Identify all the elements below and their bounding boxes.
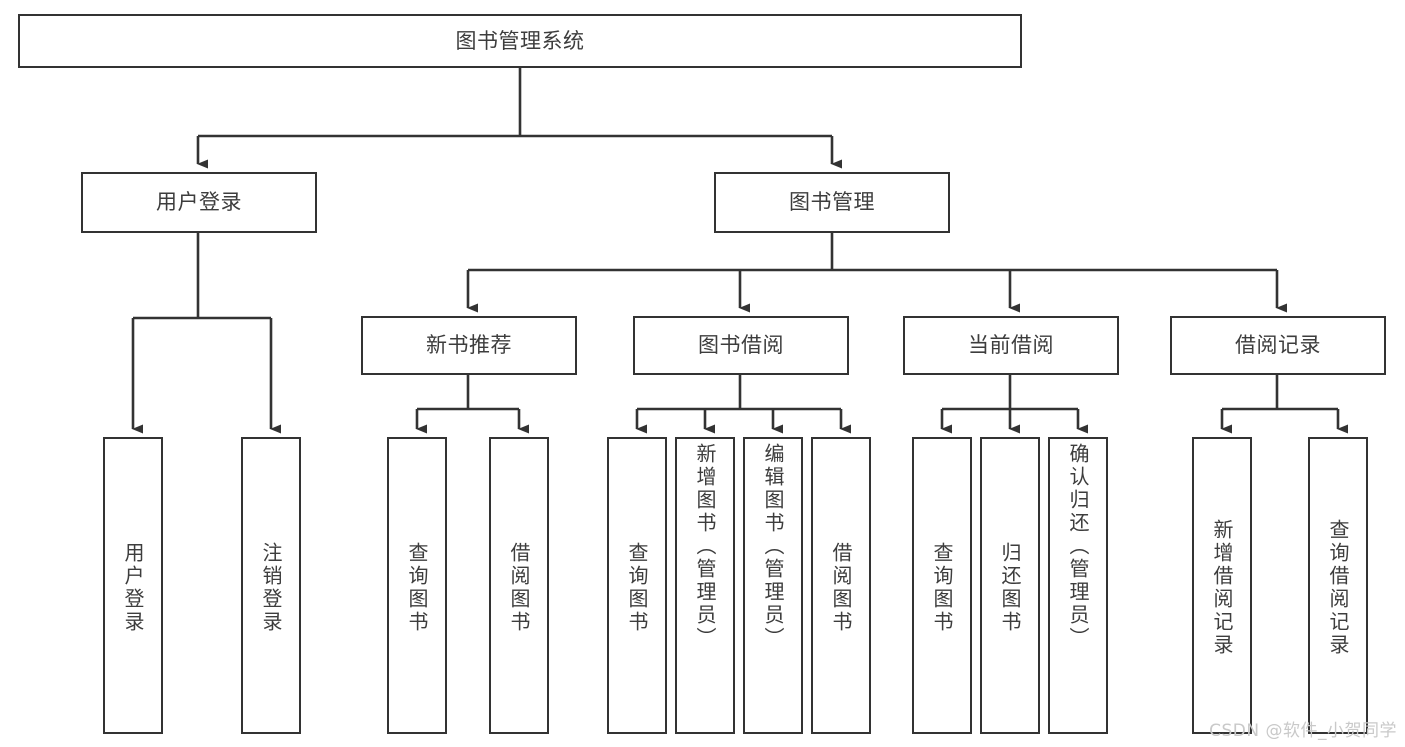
node-borrow-record[interactable]: 借阅记录 xyxy=(1170,316,1386,375)
node-current-borrow[interactable]: 当前借阅 xyxy=(903,316,1119,375)
node-label-book-management: 图书管理 xyxy=(789,190,875,215)
node-leaf-bb-add-book[interactable]: 新增图书（管理员） xyxy=(675,437,735,734)
node-label-current-borrow: 当前借阅 xyxy=(968,333,1054,358)
node-label-leaf-br-add-record: 新增借阅记录 xyxy=(1210,518,1234,657)
node-label-new-book-recommend: 新书推荐 xyxy=(426,333,512,358)
node-label-leaf-user-login: 用户登录 xyxy=(121,541,145,634)
node-label-leaf-bb-edit-book: 编辑图书（管理员） xyxy=(761,443,785,650)
node-book-borrow[interactable]: 图书借阅 xyxy=(633,316,849,375)
node-label-leaf-bb-borrow-book: 借阅图书 xyxy=(829,541,853,634)
node-label-leaf-nb-query-book: 查询图书 xyxy=(405,541,429,634)
node-label-leaf-cb-confirm-return: 确认归还（管理员） xyxy=(1066,443,1090,650)
node-leaf-cb-confirm-return[interactable]: 确认归还（管理员） xyxy=(1048,437,1108,734)
node-leaf-cb-query-book[interactable]: 查询图书 xyxy=(912,437,972,734)
node-leaf-nb-borrow-book[interactable]: 借阅图书 xyxy=(489,437,549,734)
node-leaf-user-login[interactable]: 用户登录 xyxy=(103,437,163,734)
node-user-login[interactable]: 用户登录 xyxy=(81,172,317,233)
node-leaf-bb-edit-book[interactable]: 编辑图书（管理员） xyxy=(743,437,803,734)
node-label-user-login: 用户登录 xyxy=(156,190,242,215)
node-label-leaf-nb-borrow-book: 借阅图书 xyxy=(507,541,531,634)
node-leaf-br-query-record[interactable]: 查询借阅记录 xyxy=(1308,437,1368,734)
node-label-leaf-cb-query-book: 查询图书 xyxy=(930,541,954,634)
node-leaf-bb-query-book[interactable]: 查询图书 xyxy=(607,437,667,734)
node-label-leaf-bb-add-book: 新增图书（管理员） xyxy=(693,443,717,650)
node-leaf-logout[interactable]: 注销登录 xyxy=(241,437,301,734)
node-label-leaf-br-query-record: 查询借阅记录 xyxy=(1326,518,1350,657)
node-book-management[interactable]: 图书管理 xyxy=(714,172,950,233)
node-label-leaf-bb-query-book: 查询图书 xyxy=(625,541,649,634)
node-leaf-nb-query-book[interactable]: 查询图书 xyxy=(387,437,447,734)
node-leaf-br-add-record[interactable]: 新增借阅记录 xyxy=(1192,437,1252,734)
node-label-leaf-logout: 注销登录 xyxy=(259,541,283,634)
node-label-leaf-cb-return-book: 归还图书 xyxy=(998,541,1022,634)
node-root-system[interactable]: 图书管理系统 xyxy=(18,14,1022,68)
node-leaf-cb-return-book[interactable]: 归还图书 xyxy=(980,437,1040,734)
csdn-watermark: CSDN @软件_小贺同学 xyxy=(1209,721,1397,741)
node-label-borrow-record: 借阅记录 xyxy=(1235,333,1321,358)
node-label-book-borrow: 图书借阅 xyxy=(698,333,784,358)
node-leaf-bb-borrow-book[interactable]: 借阅图书 xyxy=(811,437,871,734)
node-label-root: 图书管理系统 xyxy=(455,28,585,53)
node-new-book-recommend[interactable]: 新书推荐 xyxy=(361,316,577,375)
